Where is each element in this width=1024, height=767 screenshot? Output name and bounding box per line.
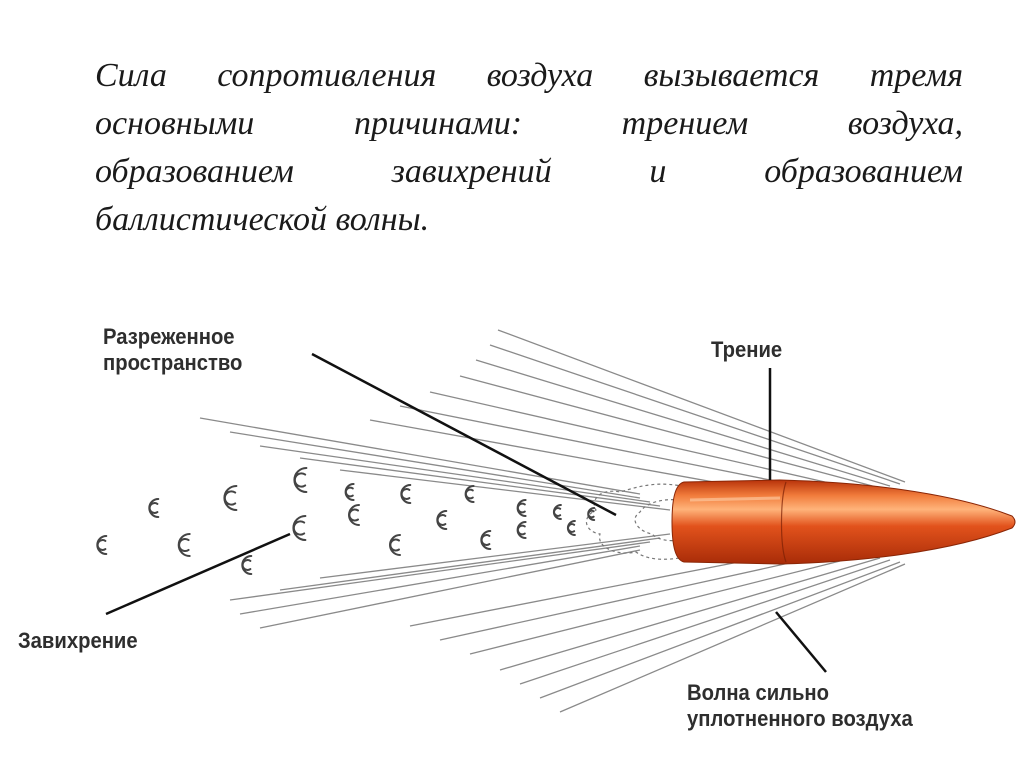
- shock-wave-line: [339, 469, 671, 511]
- shock-wave-line: [497, 329, 906, 483]
- vortex-swirl-icon: [148, 498, 160, 518]
- shock-wave-line: [489, 344, 901, 485]
- vortex-swirl-icon: [480, 530, 492, 550]
- shock-wave-line: [199, 417, 641, 495]
- shock-wave-line: [229, 541, 651, 601]
- label-rarefied-space: Разреженное пространство: [103, 324, 242, 376]
- shock-wave-line: [279, 537, 661, 591]
- shock-wave-line: [499, 557, 881, 671]
- label-shock-wave-line-1: Волна сильно: [687, 680, 830, 705]
- shock-wave-pointer-line: [775, 611, 827, 673]
- vortex-swirl-icon: [516, 521, 527, 539]
- shock-wave-line: [259, 445, 651, 503]
- label-rarefied-line-2: пространство: [103, 350, 243, 375]
- label-friction: Трение: [711, 337, 783, 362]
- bullet: [671, 479, 1016, 565]
- label-shock-wave-line-2: уплотненного воздуха: [687, 706, 913, 731]
- vortex-swirl-icon: [566, 520, 576, 536]
- shock-wave-line: [229, 431, 641, 499]
- vortex-swirl-icon: [552, 504, 562, 520]
- vortex-swirl-icon: [344, 483, 355, 501]
- description-paragraph: Сила сопротивления воздуха вызывается тр…: [95, 52, 963, 244]
- shock-wave-lines: [199, 329, 906, 713]
- shock-wave-line: [299, 457, 661, 507]
- paragraph-line-2: основными причинами: трением воздуха,: [95, 105, 963, 142]
- vortex-swirl-icon: [400, 484, 412, 504]
- paragraph-line-1: Сила сопротивления воздуха вызывается тр…: [95, 57, 963, 94]
- vortex-marks: [96, 467, 596, 575]
- vortex-swirl-icon: [436, 510, 448, 530]
- vortex-swirl-icon: [292, 515, 307, 541]
- shock-wave-line: [459, 375, 881, 489]
- vortex-swirl-icon: [96, 535, 108, 555]
- shock-wave-line: [429, 391, 861, 491]
- rarefied-pointer-line: [311, 352, 617, 517]
- vortex-pointer-line: [105, 532, 291, 616]
- shock-wave-line: [559, 563, 906, 713]
- vortex-swirl-icon: [516, 499, 527, 517]
- shock-wave-line: [259, 549, 641, 629]
- vortex-swirl-icon: [241, 555, 253, 575]
- shock-wave-line: [469, 555, 861, 655]
- label-vortex: Завихрение: [18, 628, 138, 653]
- vortex-swirl-icon: [587, 507, 596, 521]
- shock-wave-line: [475, 359, 891, 487]
- vortex-swirl-icon: [223, 485, 238, 511]
- shock-wave-line: [399, 405, 831, 493]
- vortex-swirl-icon: [293, 467, 308, 493]
- label-rarefied-line-1: Разреженное: [103, 324, 235, 349]
- vortex-swirl-icon: [389, 534, 401, 556]
- shock-wave-line: [239, 545, 641, 615]
- shock-wave-line: [319, 533, 671, 579]
- paragraph-line-4: баллистической волны.: [95, 201, 430, 238]
- shock-wave-line: [539, 561, 901, 699]
- paragraph-line-3: образованием завихрений и образованием: [95, 153, 963, 190]
- label-shock-wave: Волна сильно уплотненного воздуха: [687, 680, 913, 732]
- vortex-swirl-icon: [177, 533, 191, 557]
- vortex-swirl-icon: [464, 485, 475, 503]
- shock-wave-line: [519, 559, 891, 685]
- shock-wave-line: [409, 551, 791, 627]
- shock-wave-line: [439, 553, 831, 641]
- vortex-swirl-icon: [348, 504, 360, 526]
- turbulence-cloud: [585, 483, 691, 560]
